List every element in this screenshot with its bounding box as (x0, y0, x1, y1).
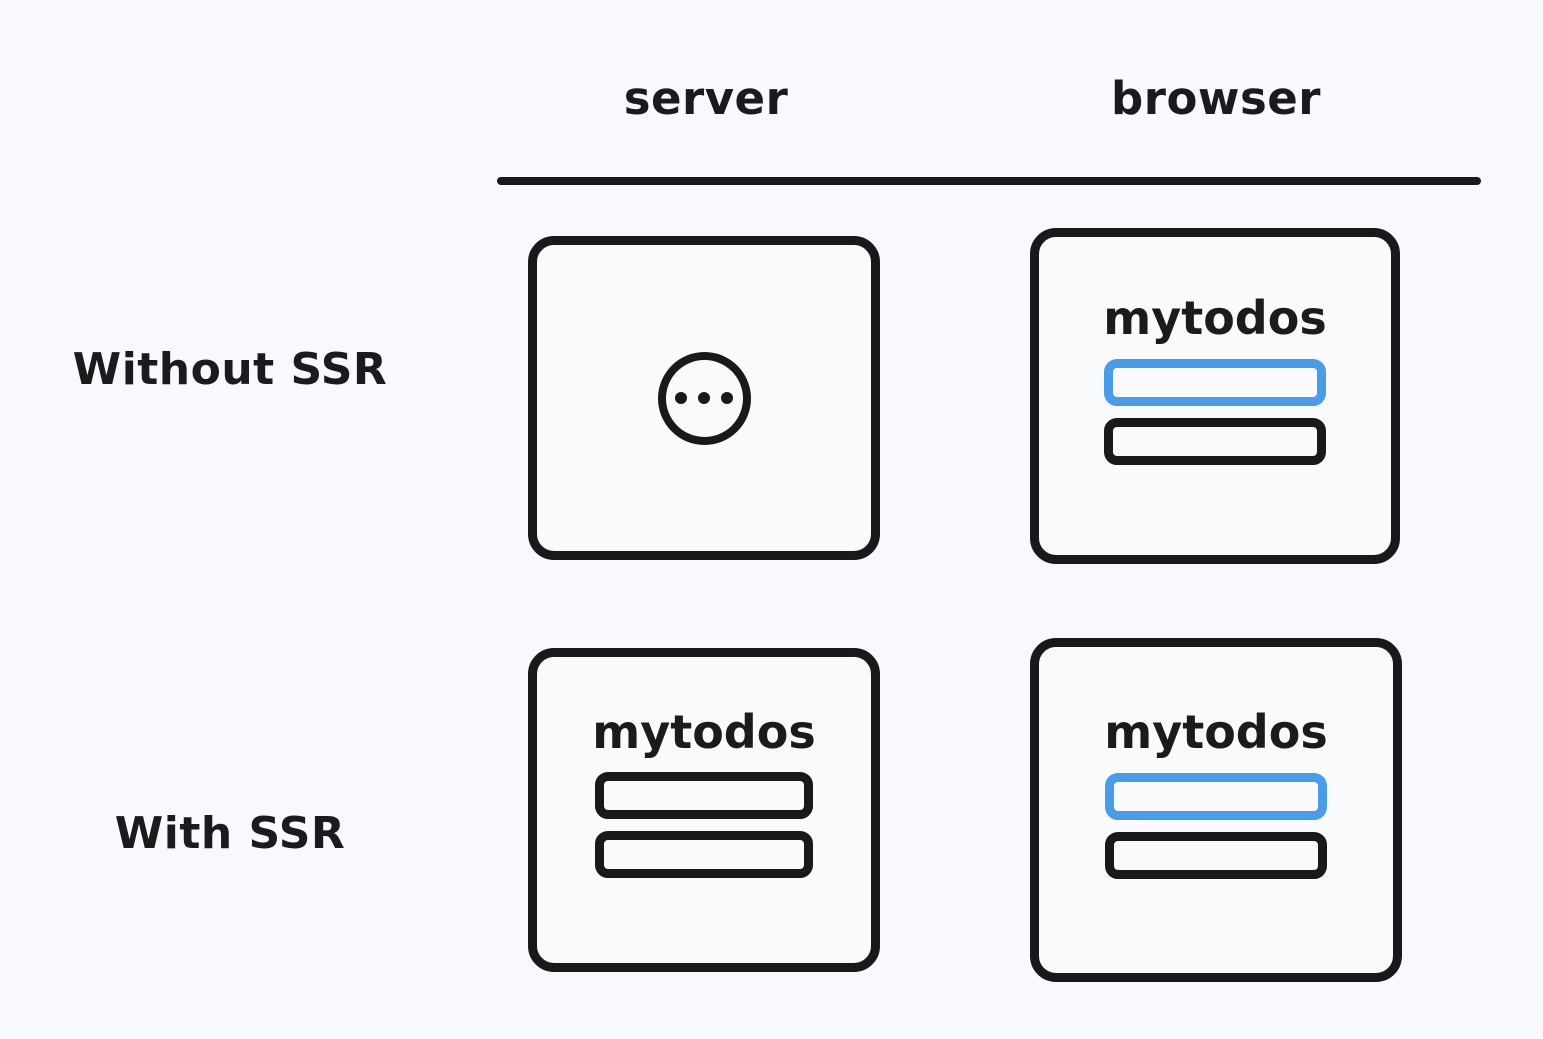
row-label-with-ssr: With SSR (114, 808, 346, 859)
row-label-without-ssr: Without SSR (72, 344, 388, 395)
loading-dot (698, 392, 710, 404)
ellipsis-circle-icon (657, 351, 751, 445)
header-divider (497, 177, 1481, 185)
loading-dot (675, 392, 687, 404)
card-server-without-ssr (528, 236, 880, 560)
app-mock: mytodos (537, 709, 871, 878)
card-browser-without-ssr: mytodos (1030, 228, 1400, 564)
column-header-browser: browser (1111, 72, 1321, 125)
app-mock: mytodos (1039, 295, 1391, 465)
app-title: mytodos (592, 705, 816, 759)
loading-state (537, 245, 871, 551)
app-title: mytodos (1104, 705, 1328, 759)
todo-item[interactable] (1105, 832, 1327, 879)
loading-dot (721, 392, 733, 404)
card-server-with-ssr: mytodos (528, 648, 880, 972)
card-browser-with-ssr: mytodos (1030, 638, 1402, 982)
todo-item[interactable] (1104, 418, 1326, 465)
todo-list (595, 772, 813, 878)
app-title: mytodos (1103, 291, 1327, 345)
column-header-server: server (623, 72, 789, 125)
todo-item[interactable] (595, 772, 813, 819)
todo-list (1104, 359, 1326, 465)
todo-item-highlighted[interactable] (1104, 359, 1326, 406)
todo-list (1105, 773, 1327, 879)
todo-item[interactable] (595, 831, 813, 878)
app-mock: mytodos (1039, 709, 1393, 879)
todo-item-highlighted[interactable] (1105, 773, 1327, 820)
